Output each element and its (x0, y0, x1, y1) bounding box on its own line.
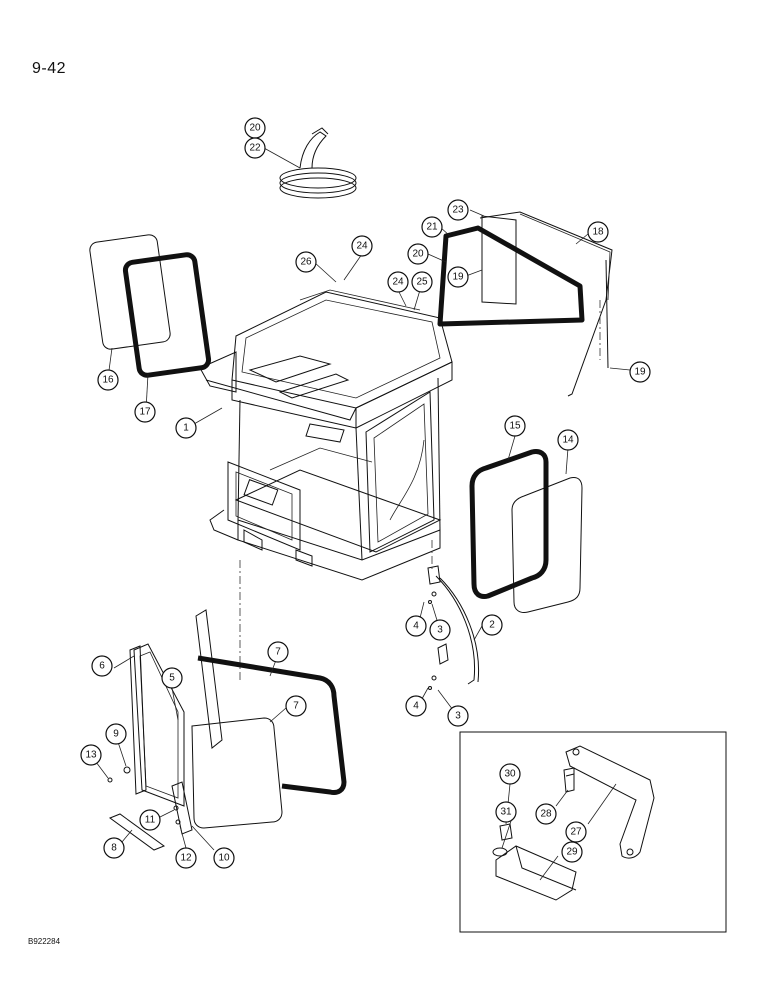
callout-28: 28 (535, 803, 557, 825)
callout-group: 20 22 23 21 18 20 19 26 24 24 25 19 16 1… (80, 117, 651, 869)
callout-8: 8 (103, 837, 125, 859)
svg-text:24: 24 (356, 241, 368, 252)
svg-text:9: 9 (113, 729, 119, 740)
svg-text:20: 20 (249, 123, 261, 134)
svg-text:8: 8 (111, 843, 117, 854)
svg-text:11: 11 (145, 815, 156, 826)
callout-3-upper: 3 (429, 619, 451, 641)
callout-2: 2 (481, 614, 503, 636)
callout-20-right: 20 (407, 243, 429, 265)
svg-text:2: 2 (489, 620, 495, 631)
svg-text:10: 10 (218, 853, 230, 864)
svg-text:20: 20 (412, 249, 424, 260)
callout-17: 17 (134, 401, 156, 423)
svg-text:1: 1 (183, 423, 189, 434)
inset-detail (459, 731, 727, 933)
callout-14: 14 (557, 429, 579, 451)
svg-text:19: 19 (452, 272, 464, 283)
side-window (469, 449, 583, 613)
door-strut (427, 540, 480, 690)
callout-19-lower: 19 (629, 361, 651, 383)
svg-text:17: 17 (139, 407, 151, 418)
svg-text:29: 29 (566, 847, 578, 858)
callout-16: 16 (97, 369, 119, 391)
callout-6: 6 (91, 655, 113, 677)
svg-text:19: 19 (634, 367, 646, 378)
svg-text:31: 31 (500, 807, 512, 818)
svg-text:24: 24 (392, 277, 404, 288)
callout-5: 5 (161, 667, 183, 689)
callout-25: 25 (411, 271, 433, 293)
callout-4-lower: 4 (405, 695, 427, 717)
callout-4-upper: 4 (405, 615, 427, 637)
svg-text:12: 12 (180, 853, 192, 864)
page-number: 9-42 (32, 60, 67, 77)
svg-text:21: 21 (426, 222, 438, 233)
coiled-seal (279, 127, 357, 199)
callout-23: 23 (447, 199, 469, 221)
figure-code: B922284 (28, 937, 61, 946)
callout-22: 22 (244, 137, 266, 159)
callout-20-top: 20 (244, 117, 266, 139)
svg-text:28: 28 (540, 809, 552, 820)
callout-27: 27 (565, 821, 587, 843)
svg-text:22: 22 (249, 143, 261, 154)
callout-7-top: 7 (267, 641, 289, 663)
svg-text:7: 7 (275, 647, 281, 658)
svg-text:16: 16 (102, 375, 114, 386)
callout-30: 30 (499, 763, 521, 785)
callout-7-mid: 7 (285, 695, 307, 717)
svg-text:3: 3 (455, 711, 461, 722)
callout-12: 12 (175, 847, 197, 869)
svg-text:3: 3 (437, 625, 443, 636)
callout-3-lower: 3 (447, 705, 469, 727)
callout-9: 9 (105, 723, 127, 745)
lower-door-assembly (107, 609, 347, 851)
svg-text:30: 30 (504, 769, 516, 780)
callout-15: 15 (504, 415, 526, 437)
callout-31: 31 (495, 801, 517, 823)
callout-11: 11 (139, 809, 161, 831)
svg-text:25: 25 (416, 277, 428, 288)
upper-right-door-window (437, 211, 613, 397)
callout-18: 18 (587, 221, 609, 243)
svg-text:7: 7 (293, 701, 299, 712)
svg-text:4: 4 (413, 621, 419, 632)
cab-frame (199, 289, 453, 581)
upper-left-window (89, 234, 212, 378)
svg-text:27: 27 (570, 827, 582, 838)
svg-text:14: 14 (562, 435, 574, 446)
callout-21: 21 (421, 216, 443, 238)
callout-26: 26 (295, 251, 317, 273)
svg-text:5: 5 (169, 673, 175, 684)
callout-24-mid: 24 (387, 271, 409, 293)
svg-text:23: 23 (452, 205, 464, 216)
callout-19-upper: 19 (447, 266, 469, 288)
svg-text:18: 18 (592, 227, 604, 238)
svg-text:13: 13 (85, 750, 97, 761)
callout-1: 1 (175, 417, 197, 439)
callout-24-top: 24 (351, 235, 373, 257)
svg-text:4: 4 (413, 701, 419, 712)
svg-text:15: 15 (509, 421, 521, 432)
svg-text:26: 26 (300, 257, 312, 268)
svg-text:6: 6 (99, 661, 105, 672)
callout-29: 29 (561, 841, 583, 863)
callout-13: 13 (80, 744, 102, 766)
callout-10: 10 (213, 847, 235, 869)
